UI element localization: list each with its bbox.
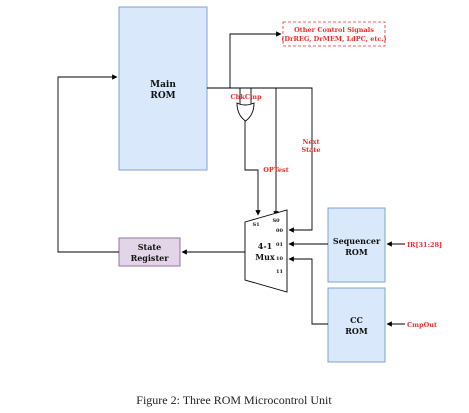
next-state-label-line1: Next — [303, 138, 320, 146]
cc-rom-label-line2: ROM — [345, 326, 368, 336]
mux-select-s1: S1 — [252, 222, 259, 228]
state-register-label-line1: State — [138, 242, 161, 252]
cmpout-label: CmpOut — [407, 321, 437, 329]
other-control-signals-box — [282, 21, 386, 47]
mux-label-line1: 4-1 — [258, 241, 272, 251]
main-rom-label-line2: ROM — [150, 91, 175, 101]
mux-input-10: 10 — [276, 256, 283, 262]
ir-input-label: IR[31:28] — [407, 241, 442, 249]
mux-input-00: 00 — [276, 228, 283, 234]
mux-select-s0: S0 — [272, 218, 280, 224]
next-state-label-line2: State — [301, 146, 320, 154]
mux-label-line2: Mux — [255, 252, 275, 262]
main-rom-box — [118, 6, 208, 171]
sequencer-rom-label-line2: ROM — [345, 247, 368, 257]
cc-rom-box — [327, 287, 386, 363]
mux-4-1 — [244, 209, 288, 293]
cc-rom-label-line1: CC — [350, 315, 363, 325]
state-register-box — [118, 237, 181, 267]
other-control-signals-line2: (DrREG, DrMEM, LdPC, etc.) — [281, 35, 386, 43]
optest-label: OPTest — [263, 166, 288, 174]
mux-input-11: 11 — [276, 269, 283, 275]
wire-main-rom-to-other-signals — [207, 31, 282, 89]
wire-cc-rom-to-mux-10 — [288, 256, 328, 325]
main-rom-label-line1: Main — [150, 80, 176, 90]
mux-input-01: 01 — [276, 242, 283, 248]
wire-or-to-s1 — [244, 121, 261, 216]
sequencer-rom-label-line1: Sequencer — [333, 236, 381, 246]
figure-caption: Figure 2: Three ROM Microcontrol Unit — [136, 393, 332, 407]
state-register-label-line2: Register — [131, 253, 170, 263]
wire-state-register-to-main-rom — [57, 74, 119, 253]
sequencer-rom-box — [327, 207, 386, 283]
other-control-signals-line1: Other Control Signals — [294, 26, 374, 34]
or-gate — [236, 102, 255, 122]
wire-next-state-to-mux-00 — [288, 87, 313, 233]
chkcmp-label: ChkCmp — [231, 93, 262, 101]
